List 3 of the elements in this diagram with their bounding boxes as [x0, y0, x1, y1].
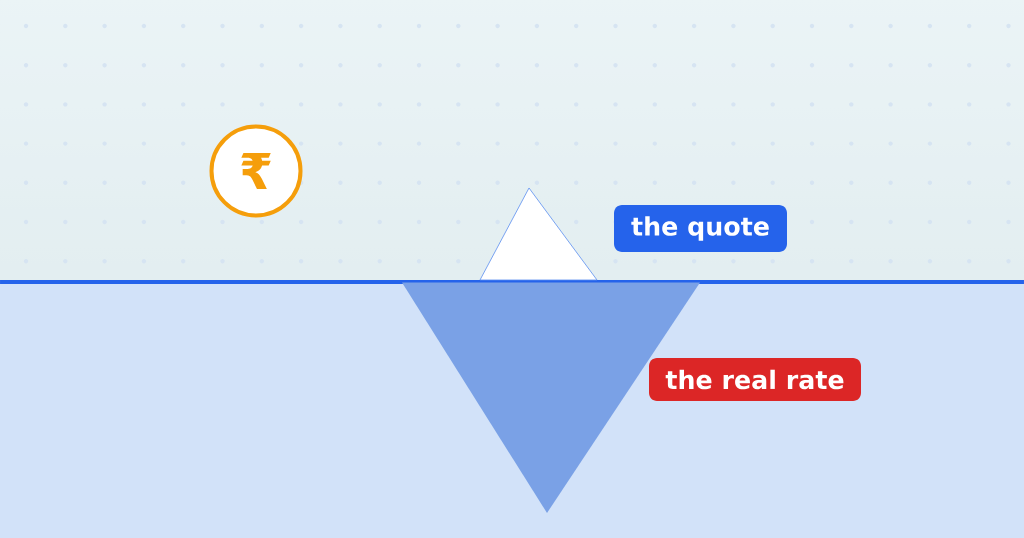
label-tag: the real rate	[649, 358, 861, 401]
coin: ₹	[209, 124, 303, 218]
label-tag: the quote	[614, 205, 787, 252]
